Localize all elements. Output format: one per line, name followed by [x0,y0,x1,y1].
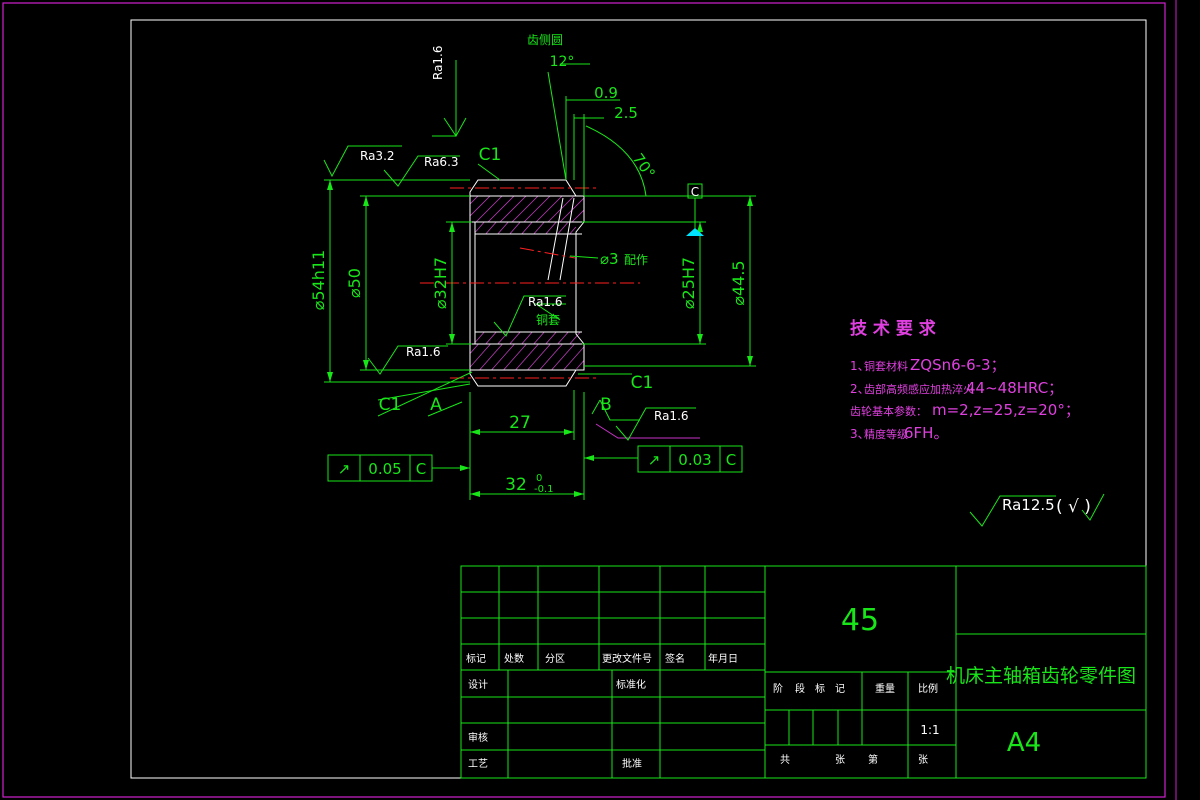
tech-line: 2、 齿部高频感应加热淬火 44~48HRC； [850,379,1063,397]
tolerance-value-left: 0.05 [368,460,401,478]
datum-c-label: C [691,185,699,199]
chamfer-c1-top: C1 [479,145,502,165]
annotation-texts: 齿侧圆 12° 0.9 2.5 70° C1 C1 C1 A B ⌀3 配作 铜… [379,33,659,415]
dim-width-32-lower: -0.1 [534,484,554,495]
tech-requirements: 技 术 要 求 1、 铜套材料 ZQSn6-6-3； 2、 齿部高频感应加热淬火… [850,318,1080,442]
tech-value: m=2,z=25,z=20°； [932,401,1080,419]
header-change-doc: 更改文件号 [602,652,652,665]
material-value: 45 [841,603,879,638]
tech-label: 齿轮基本参数： [850,404,927,418]
tech-line: 1、 铜套材料 ZQSn6-6-3； [850,356,1006,374]
tolerance-frame-left: ↗ 0.05 C [327,454,433,482]
tech-num: 2、 [850,382,870,396]
hole-note: 配作 [624,253,648,267]
stage-label: 阶 [773,682,783,695]
chamfer-c1-left: C1 [379,395,402,415]
runout-symbol-icon: ↗ [648,451,661,469]
runout-symbol-icon: ↗ [338,460,351,478]
tech-num: 1、 [850,359,870,373]
header-mark: 标记 [466,653,486,665]
hole-phi3: ⌀3 [600,250,619,268]
dim-width-32: 32 [505,475,527,495]
tech-line: 3、 精度等级 6FH。 [850,424,948,442]
hatch-bottom [470,332,584,370]
ra125-general: Ra12.5 [1002,496,1055,514]
angle-12: 12° [550,54,575,70]
datum-b: B [600,395,612,415]
angle-70: 70° [629,150,659,182]
dim-width-27: 27 [509,413,531,433]
label-standardization: 标准化 [616,678,646,691]
stage-label: 标 [815,683,825,695]
sheet-total-prefix: 共 [780,754,790,766]
sheet-total-suffix: 张 [835,754,845,766]
hatch-top [470,196,584,234]
tolerance-value-right: 0.03 [678,451,711,469]
sheet-size: A4 [1007,728,1041,758]
tech-label: 齿部高频感应加热淬火 [864,382,974,396]
dim-d50: ⌀50 [345,268,364,298]
dim-2-5: 2.5 [614,104,638,122]
label-approval: 批准 [622,757,642,770]
ra16-bottom: Ra1.6 [406,345,441,359]
tech-value: 6FH。 [904,424,948,442]
roughness-symbols [323,60,1105,527]
dim-d32h7: ⌀32H7 [431,257,450,309]
tech-line: 齿轮基本参数： m=2,z=25,z=20°； [850,401,1080,419]
scale-value: 1:1 [920,723,939,737]
tech-value: 44~48HRC； [966,379,1063,397]
sleeve-label: 铜套 [536,312,560,327]
dim-d25h7: ⌀25H7 [679,257,698,309]
row-process: 工艺 [468,758,488,770]
top-label: 齿侧圆 [527,33,563,47]
tech-num: 3、 [850,427,870,441]
dim-d54h11: ⌀54h11 [309,250,328,311]
datum-a: A [430,395,442,415]
tolerance-datum-left: C [416,460,426,478]
tech-label: 精度等级 [864,427,908,441]
row-review: 审核 [468,731,488,744]
header-zone: 分区 [545,653,565,665]
tech-value: ZQSn6-6-3； [910,356,1006,374]
header-sign: 签名 [665,652,685,665]
arrow-heads [327,180,753,497]
header-date: 年月日 [708,652,738,665]
datum-c-marker: C [686,183,704,236]
scale-label: 比例 [918,682,938,695]
dim-width-32-upper: 0 [536,473,542,484]
stage-label: 段 [795,682,805,695]
outer-sheet-border [2,2,1166,798]
chamfer-c1-right: C1 [631,373,654,393]
tolerance-datum-right: C [726,451,736,469]
ra125-suffix: ( √ ) [1056,497,1091,517]
tolerance-frame-right: ↗ 0.03 C [637,445,743,473]
drawing-title: 机床主轴箱齿轮零件图 [946,665,1136,687]
stage-label: 记 [835,683,845,695]
ra16-inner: Ra1.6 [528,295,563,309]
dim-d44-5: ⌀44.5 [729,260,748,305]
header-count: 处数 [504,652,524,665]
sheet-num-suffix: 张 [918,754,928,766]
gear-section-view [420,179,640,387]
tech-label: 铜套材料 [864,359,908,373]
dimension-texts: ⌀54h11 ⌀50 ⌀32H7 ⌀25H7 ⌀44.5 27 32 0 -0.… [309,250,748,495]
weight-label: 重量 [875,682,895,695]
ra16-top: Ra1.6 [431,45,445,80]
ra63: Ra6.3 [424,155,459,169]
title-block: 45 机床主轴箱齿轮零件图 A4 1:1 标记 处数 分区 更改文件号 签名 年… [460,565,1147,779]
sheet-num-prefix: 第 [868,753,878,766]
ra32: Ra3.2 [360,149,395,163]
tech-title: 技 术 要 求 [850,318,936,339]
dimension-lines [324,63,756,500]
roughness-texts: Ra1.6 Ra3.2 Ra6.3 Ra1.6 Ra1.6 Ra1.6 Ra12… [360,45,1091,517]
row-design: 设计 [468,678,488,691]
dim-0-9: 0.9 [594,84,618,102]
ra16-right: Ra1.6 [654,409,689,423]
